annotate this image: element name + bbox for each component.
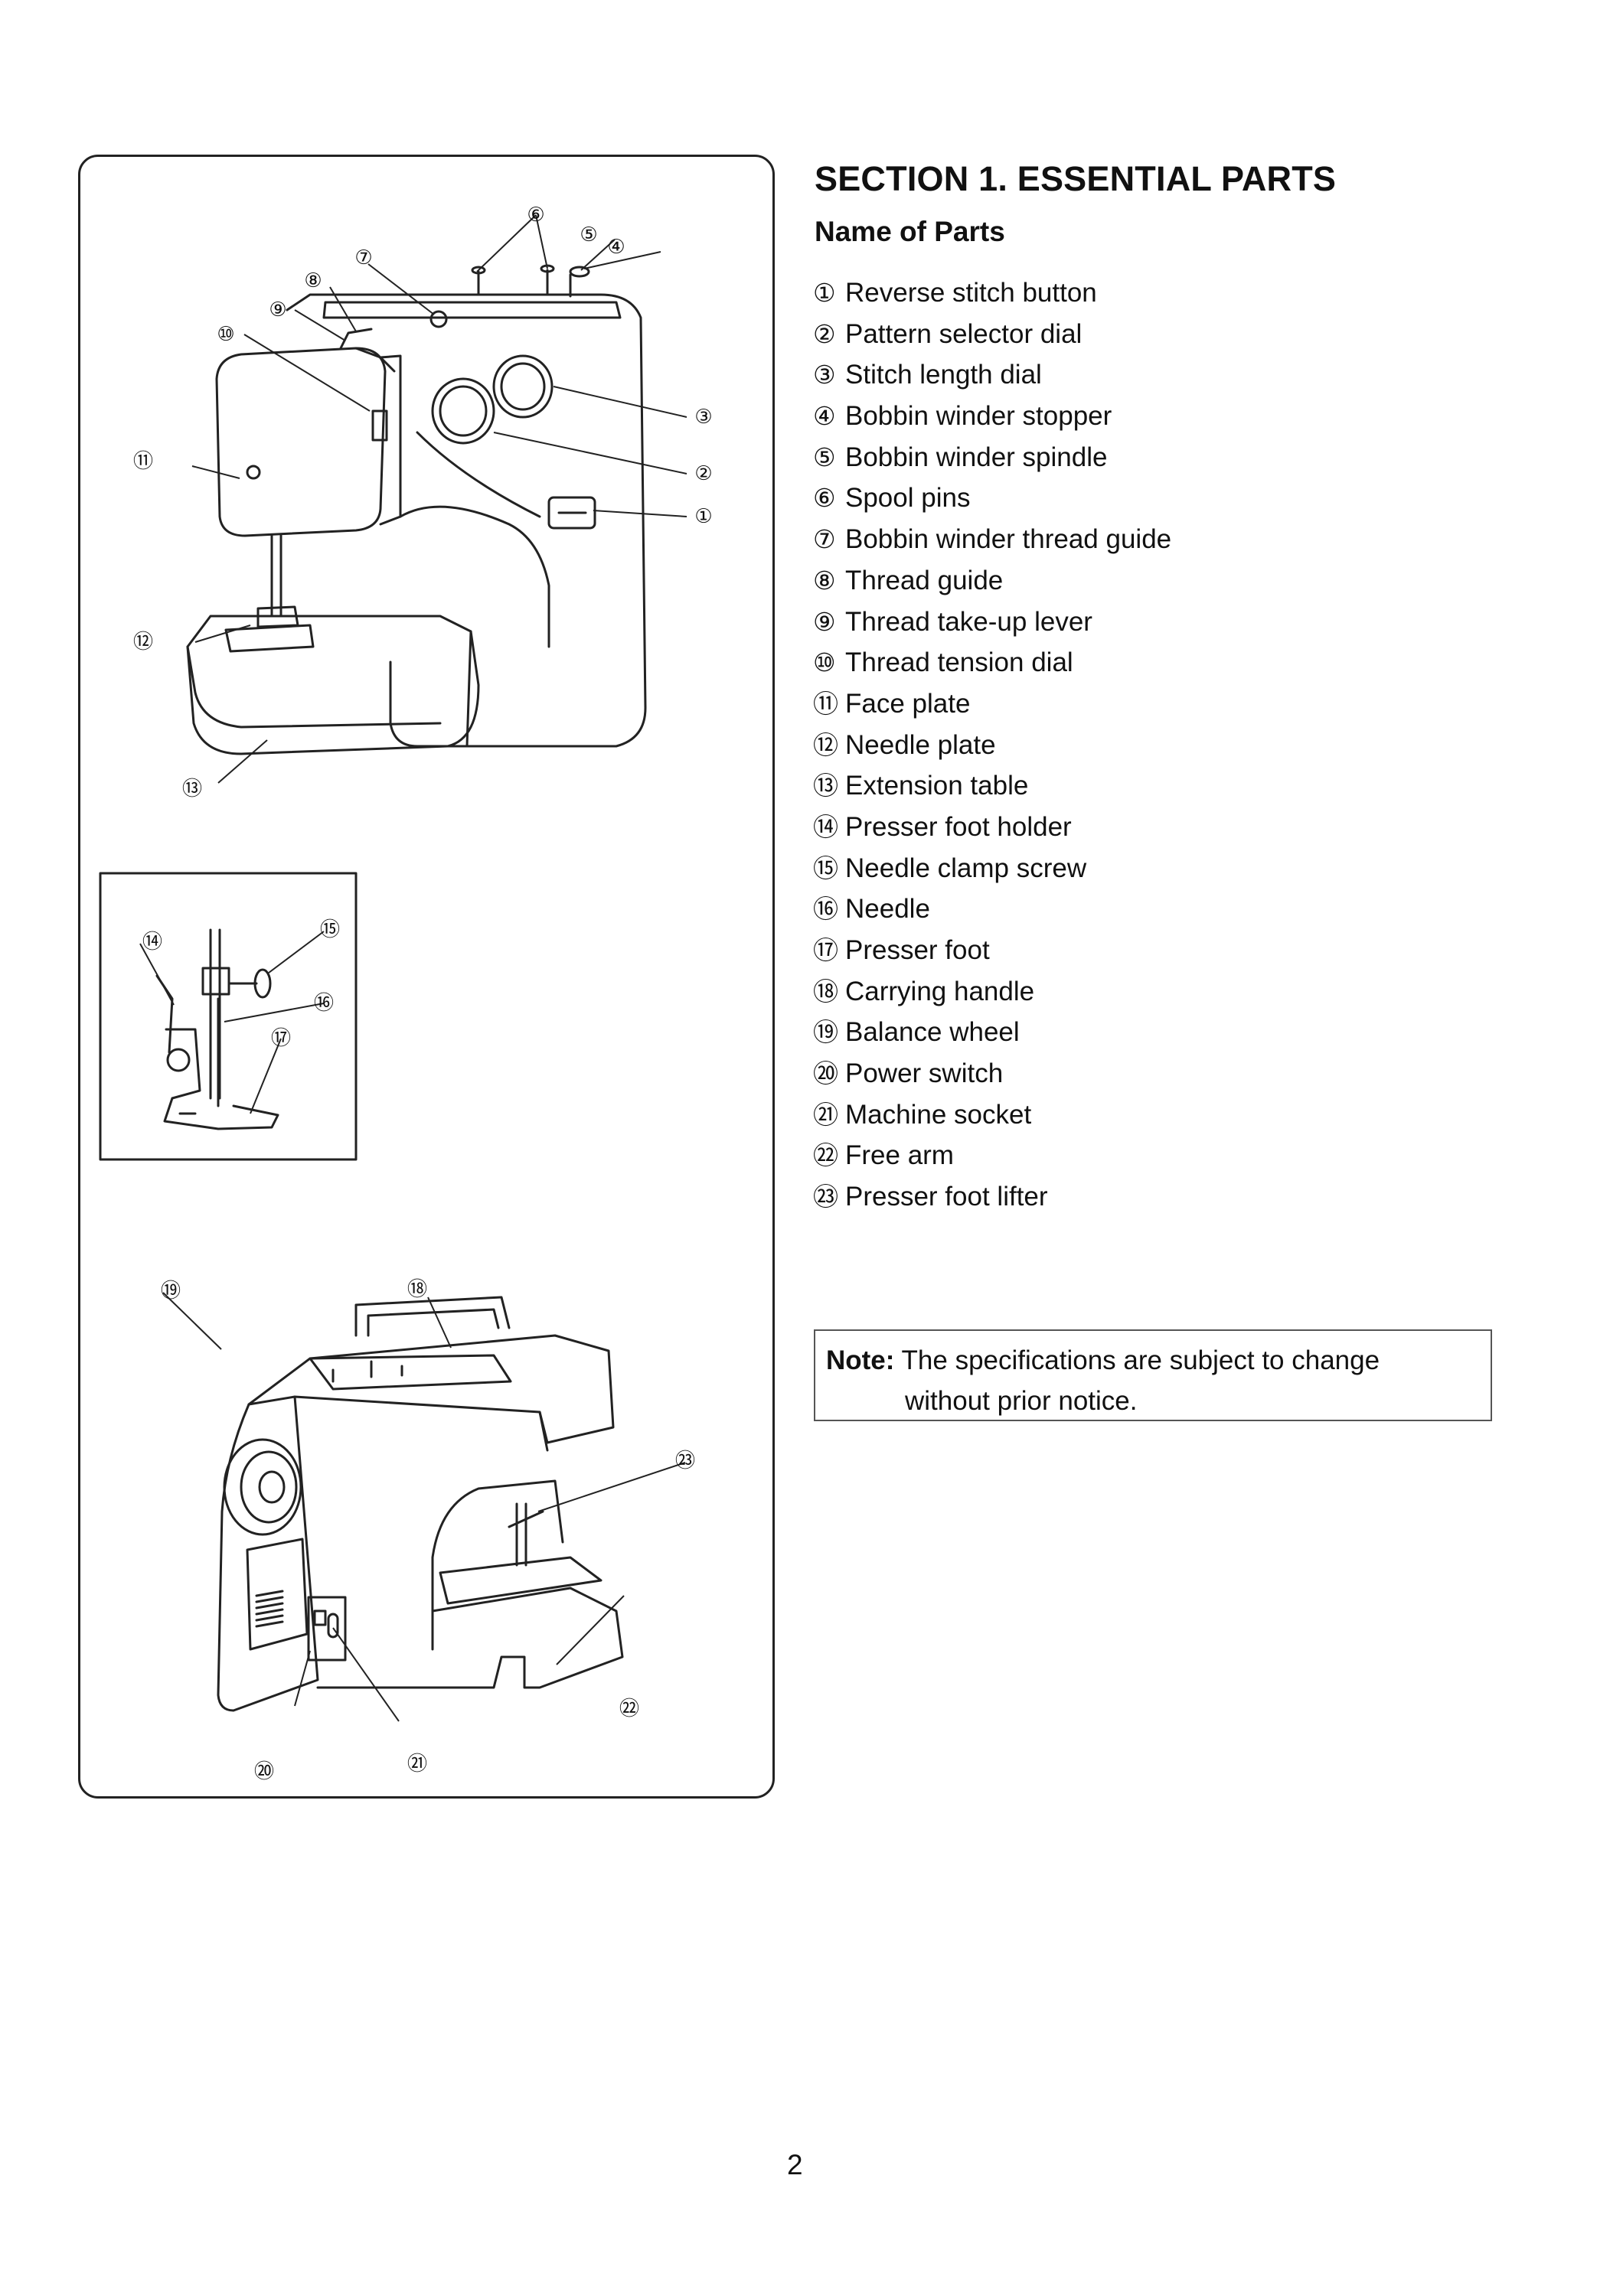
svg-text:⑥: ⑥	[527, 204, 544, 227]
section-title: SECTION 1. ESSENTIAL PARTS	[815, 159, 1337, 198]
svg-text:④: ④	[607, 236, 625, 259]
needle-detail-drawing	[155, 928, 279, 1130]
svg-text:⑩: ⑩	[217, 323, 234, 346]
svg-text:⑨: ⑨	[269, 298, 286, 321]
front-view-leaders	[191, 214, 687, 784]
svg-text:⑬: ⑬	[182, 778, 202, 801]
rear-view-callouts: ⑱ ⑲ ㉓ ㉒ ⑳ ㉑	[161, 1278, 695, 1783]
svg-text:㉓: ㉓	[675, 1450, 695, 1473]
needle-detail-inset	[99, 872, 358, 1161]
inset-callouts: ⑭ ⑮ ⑯ ⑰	[142, 918, 340, 1050]
svg-text:⑤: ⑤	[580, 223, 597, 246]
page-number: 2	[787, 2149, 803, 2180]
svg-text:⑲: ⑲	[161, 1280, 181, 1303]
svg-text:㉑: ㉑	[407, 1753, 427, 1776]
svg-text:⑫: ⑫	[133, 631, 153, 654]
svg-text:⑱: ⑱	[407, 1278, 427, 1301]
svg-text:③: ③	[694, 406, 712, 429]
svg-text:⑦: ⑦	[354, 246, 372, 269]
note-label: Note:	[826, 1345, 895, 1375]
rear-view-machine	[217, 1296, 624, 1712]
rear-view-leaders	[162, 1292, 686, 1722]
sewing-machine-diagram: ⑥ ⑤ ④ ⑦ ⑧ ⑨ ⑩ ⑪ ③ ② ① ⑫ ⑬	[99, 204, 713, 1783]
svg-text:①: ①	[694, 505, 712, 528]
svg-text:②: ②	[694, 462, 712, 485]
svg-text:㉒: ㉒	[619, 1698, 639, 1720]
front-view-machine	[186, 264, 647, 755]
parts-illustration-panel: ⑥ ⑤ ④ ⑦ ⑧ ⑨ ⑩ ⑪ ③ ② ① ⑫ ⑬	[78, 155, 775, 1799]
svg-text:⑯: ⑯	[314, 992, 334, 1015]
svg-text:⑳: ⑳	[254, 1760, 274, 1783]
note-line-1: Note: The specifications are subject to …	[826, 1345, 1380, 1375]
front-view-callouts: ⑥ ⑤ ④ ⑦ ⑧ ⑨ ⑩ ⑪ ③ ② ① ⑫ ⑬	[133, 204, 713, 801]
note-line-2: without prior notice.	[905, 1386, 1138, 1416]
svg-text:⑰: ⑰	[271, 1027, 291, 1050]
svg-text:⑭: ⑭	[142, 931, 162, 954]
svg-text:⑮: ⑮	[320, 918, 340, 941]
subsection-title: Name of Parts	[815, 216, 1005, 247]
inset-leaders	[139, 931, 325, 1114]
svg-text:⑧: ⑧	[304, 269, 322, 292]
note-box: Note: The specifications are subject to …	[814, 1329, 1492, 1421]
svg-text:⑪: ⑪	[133, 450, 153, 473]
